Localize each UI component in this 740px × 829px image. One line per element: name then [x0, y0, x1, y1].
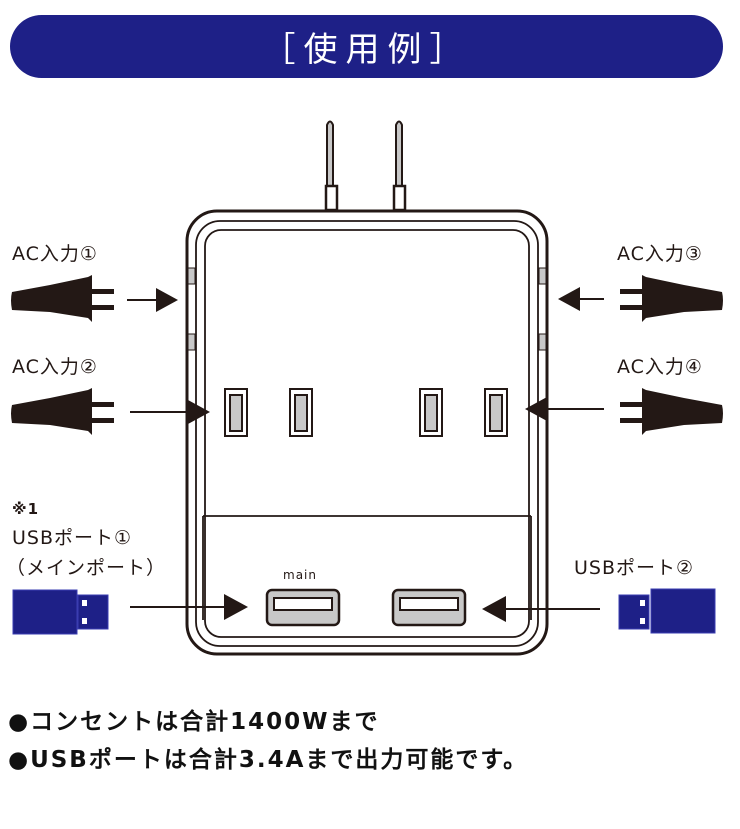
arrow-right-icon	[130, 594, 248, 620]
outlet-slot	[419, 388, 443, 437]
ac-input-1-label: AC入力①	[12, 243, 98, 265]
ac-plug-icon	[620, 275, 723, 322]
arrow-left-icon	[482, 596, 600, 622]
ac-input-4-label: AC入力④	[617, 356, 703, 378]
header-banner: ［使用例］	[10, 15, 723, 78]
usb-port-2-label: USBポート②	[574, 557, 695, 579]
main-port-label: main	[283, 568, 317, 582]
note-outlet-limit: ●コンセントは合計1400Wまで	[8, 709, 380, 735]
arrow-right-icon	[130, 400, 210, 424]
usb-port-1-label: USBポート①	[12, 527, 133, 549]
power-strip-body	[185, 209, 549, 656]
usb-plug-icon	[618, 588, 716, 634]
outlet-slot	[484, 388, 508, 437]
usb-port-main	[265, 588, 341, 627]
wall-plug-prongs	[324, 120, 407, 212]
page-title: ［使用例］	[261, 30, 472, 70]
usb-1-footnote-mark: ※1	[12, 500, 40, 518]
ac-input-2-label: AC入力②	[12, 356, 98, 378]
ac-plug-icon	[11, 275, 114, 322]
usb-port-1-sublabel: （メインポート）	[6, 557, 167, 579]
arrow-left-icon	[558, 287, 604, 311]
ac-plug-icon	[11, 388, 114, 435]
ac-plug-icon	[620, 388, 723, 435]
arrow-right-icon	[127, 288, 178, 312]
outlet-slot	[289, 388, 313, 437]
usb-port-2	[391, 588, 467, 627]
ac-outlet-slots	[224, 388, 508, 437]
usb-plug-icon	[12, 589, 109, 635]
outlet-slot	[224, 388, 248, 437]
ac-input-3-label: AC入力③	[617, 243, 703, 265]
note-usb-limit: ●USBポートは合計3.4Aまで出力可能です。	[8, 747, 529, 773]
arrow-left-icon	[525, 397, 604, 421]
